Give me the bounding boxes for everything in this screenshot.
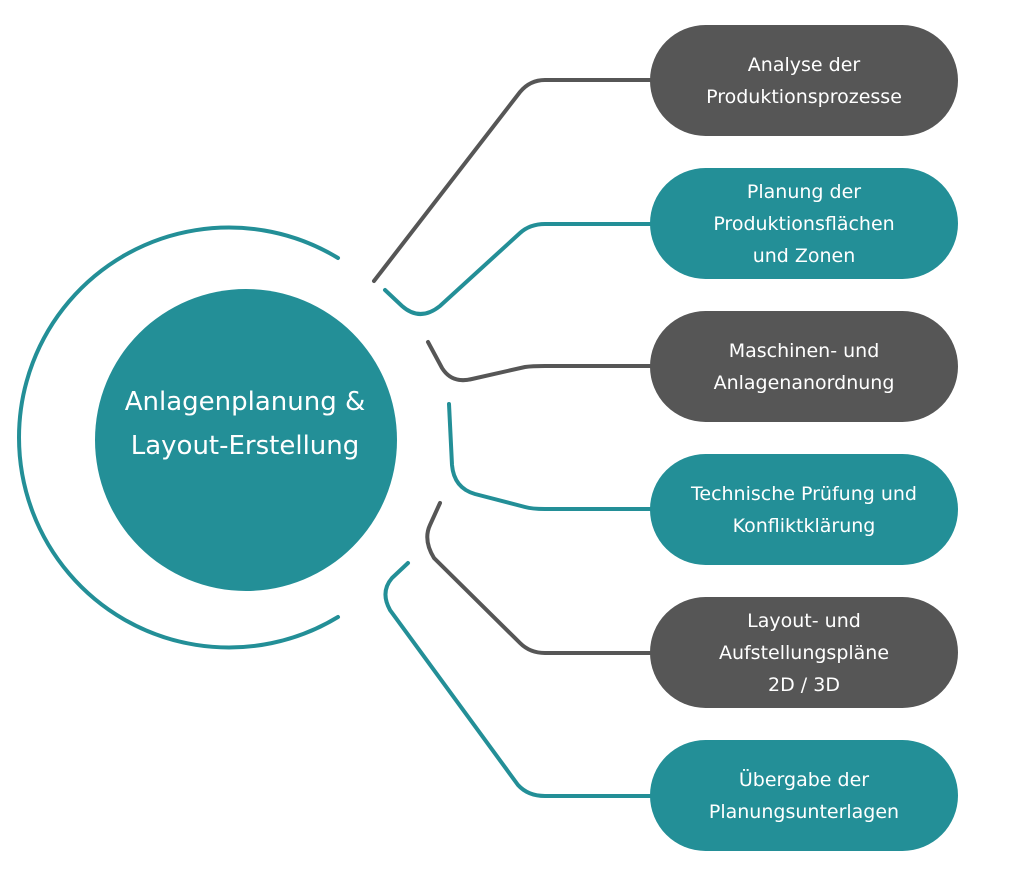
step-uebergabe: Übergabe der Planungsunterlagen [650,740,958,851]
step-label: Analyse der Produktionsprozesse [706,53,902,108]
connector-5 [425,501,654,655]
step-layout-plaene: Layout- und Aufstellungspläne 2D / 3D [650,597,958,708]
connector-4 [447,402,654,511]
center-title: Anlagenplanung & Layout-Erstellung [124,387,366,461]
connector-1 [372,78,654,283]
step-label: Maschinen- und Anlagenanordnung [713,339,895,394]
connector-6 [383,561,654,798]
step-analyse: Analyse der Produktionsprozesse [650,25,958,136]
outer-ring-arc [17,225,340,650]
step-label: Planung der Produktionsflächen und Zonen [713,180,895,267]
connector-3 [426,340,654,383]
step-label: Technische Prüfung und Konfliktklärung [691,482,917,537]
connector-2 [383,222,654,316]
step-planung-flaechen: Planung der Produktionsflächen und Zonen [650,168,958,279]
step-maschinen-anordnung: Maschinen- und Anlagenanordnung [650,311,958,422]
step-label: Layout- und Aufstellungspläne 2D / 3D [718,609,890,696]
step-technische-pruefung: Technische Prüfung und Konfliktklärung [650,454,958,565]
step-label: Übergabe der Planungsunterlagen [708,768,900,823]
center-circle [95,289,397,591]
